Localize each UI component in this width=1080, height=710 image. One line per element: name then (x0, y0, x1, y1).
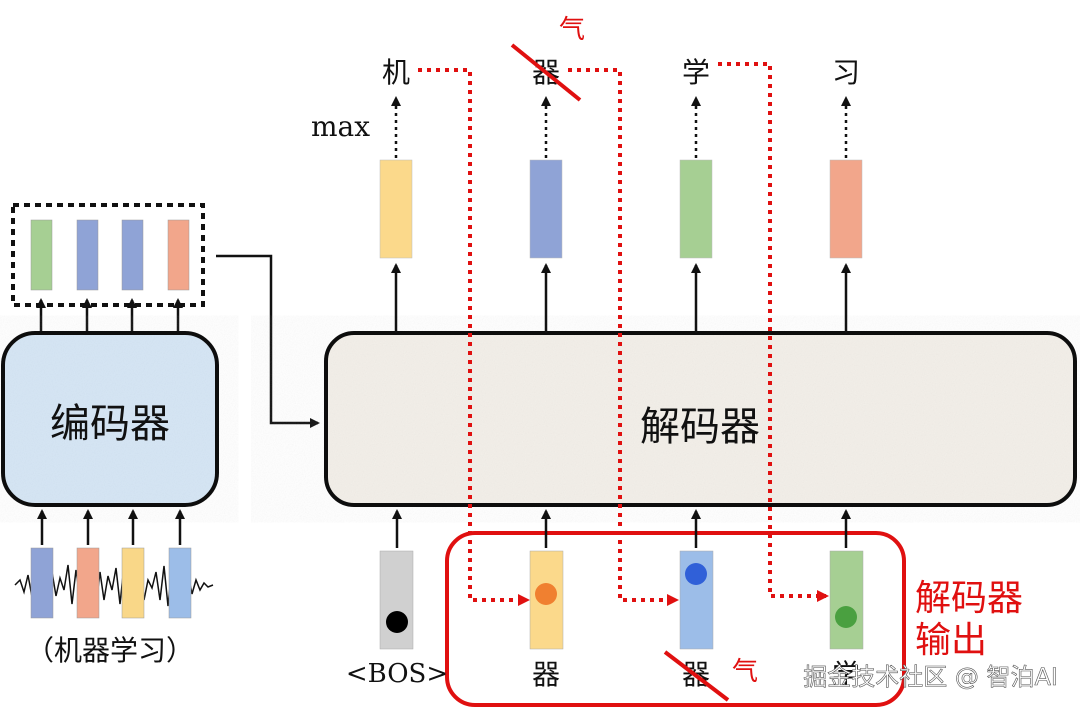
output-token: 机 (382, 56, 410, 89)
encoder-input-bar (168, 547, 192, 619)
decoder-input-dot (685, 563, 707, 585)
encoder-input-bar (121, 547, 145, 619)
decoder-output-bar (829, 159, 863, 259)
decoder-up-arrows (391, 263, 851, 333)
feedback-paths (418, 62, 829, 606)
encoder-input-bar (30, 547, 54, 619)
encoder-label: 编码器 (50, 401, 170, 447)
decoder-input-dot (835, 606, 857, 628)
max-label: max (311, 110, 370, 143)
encoder-up-arrows (36, 298, 183, 333)
encoder-output-bar (121, 219, 144, 291)
decoder-input-bars (379, 550, 864, 650)
output-strike-line (510, 43, 582, 102)
encoder-box (1, 331, 219, 507)
input-token: 学 (832, 658, 860, 691)
decoder-output-bar (529, 159, 563, 259)
input-token: 器 (532, 658, 560, 691)
input-strike-line (663, 650, 730, 702)
decoder-output-label-line1: 解码器 (915, 578, 1023, 619)
decoder-output-label-line2: 输出 (915, 620, 987, 661)
decoder-input-dot (535, 583, 557, 605)
encoder-output-bar (76, 219, 99, 291)
encoder-output-bar (167, 219, 190, 291)
output-token: 学 (682, 56, 710, 89)
encoder-output-box (11, 203, 205, 307)
encoder-output-bars (30, 219, 190, 291)
decoder-output-bar (379, 159, 413, 259)
encoder-input-bars (30, 547, 192, 619)
decoder-input-dot (386, 611, 408, 633)
output-corrected-token: 气 (559, 15, 585, 45)
decoder-output-bars (379, 159, 863, 259)
output-token: 习 (832, 56, 860, 89)
watermark: 掘金技术社区 @ 智泊AI (803, 663, 1058, 691)
decoder-output-highlight (445, 531, 906, 707)
encoder-to-decoder-arrow (216, 254, 320, 428)
encoder-input-arrows (37, 509, 185, 545)
decoder-box (324, 331, 1077, 507)
decoder-input-arrows (392, 509, 851, 548)
encoder-input-caption: （机器学习） (26, 634, 194, 667)
max-arrows (391, 96, 851, 158)
decoder-label: 解码器 (640, 404, 760, 450)
decoder-input-dots (386, 563, 857, 633)
input-corrected-token: 气 (732, 657, 758, 687)
decoder-output-bar (679, 159, 713, 259)
encoder-input-bar (76, 547, 100, 619)
input-token: <BOS> (346, 659, 448, 689)
encoder-output-bar (30, 219, 53, 291)
decoder-input-bar (829, 550, 864, 650)
decoder-input-bar (379, 550, 414, 650)
